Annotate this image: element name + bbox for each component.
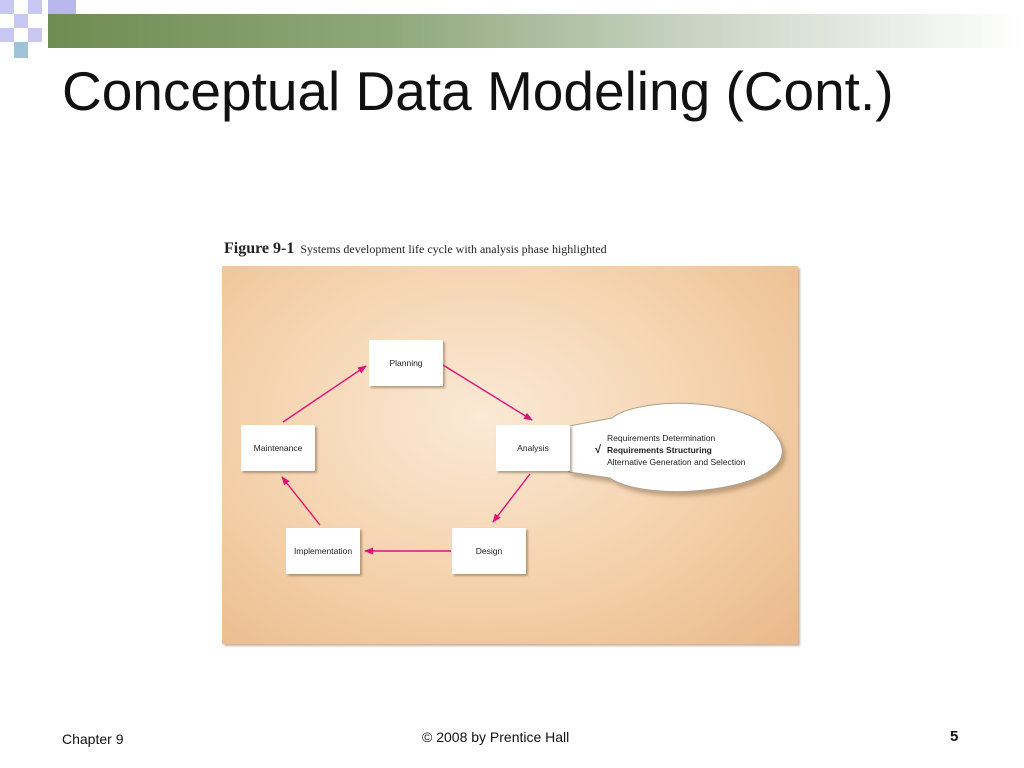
- analysis-step: Alternative Generation and Selection: [607, 457, 746, 467]
- node-design: Design: [452, 528, 526, 574]
- decor-square: [14, 14, 28, 28]
- decor-square: [0, 14, 14, 28]
- slide-title: Conceptual Data Modeling (Cont.): [62, 60, 894, 122]
- corner-decoration: [0, 0, 80, 60]
- footer-chapter: Chapter 9: [62, 731, 124, 747]
- node-maintenance: Maintenance: [241, 425, 315, 471]
- node-label: Implementation: [293, 546, 353, 556]
- decor-square: [14, 0, 28, 14]
- analysis-steps-list: Requirements Determination √ Requirements…: [595, 432, 746, 468]
- analysis-step-highlighted: √ Requirements Structuring: [595, 444, 745, 456]
- figure-caption: Figure 9-1 Systems development life cycle…: [224, 240, 607, 258]
- decor-square: [14, 28, 28, 42]
- decor-square: [14, 42, 28, 58]
- figure-caption-text: Systems development life cycle with anal…: [300, 242, 607, 256]
- node-label: Design: [475, 546, 503, 556]
- node-planning: Planning: [369, 340, 443, 386]
- node-analysis: Analysis: [496, 425, 570, 471]
- footer-copyright: © 2008 by Prentice Hall: [422, 729, 570, 745]
- checkmark-icon: √: [595, 444, 602, 456]
- decor-square: [48, 0, 76, 14]
- analysis-step: Requirements Determination: [607, 433, 716, 443]
- figure-number: Figure 9-1: [224, 240, 295, 257]
- decor-square: [28, 14, 42, 28]
- slide-number: 5: [950, 728, 959, 745]
- decor-square: [28, 0, 42, 14]
- node-label: Planning: [389, 358, 423, 368]
- node-label: Analysis: [517, 443, 549, 453]
- decor-square: [0, 0, 14, 14]
- node-label: Maintenance: [253, 443, 303, 453]
- decor-square: [28, 28, 42, 42]
- analysis-step-label: Requirements Structuring: [607, 445, 712, 455]
- decor-square: [0, 28, 14, 42]
- node-implementation: Implementation: [286, 528, 360, 574]
- header-gradient-bar: [48, 14, 1024, 48]
